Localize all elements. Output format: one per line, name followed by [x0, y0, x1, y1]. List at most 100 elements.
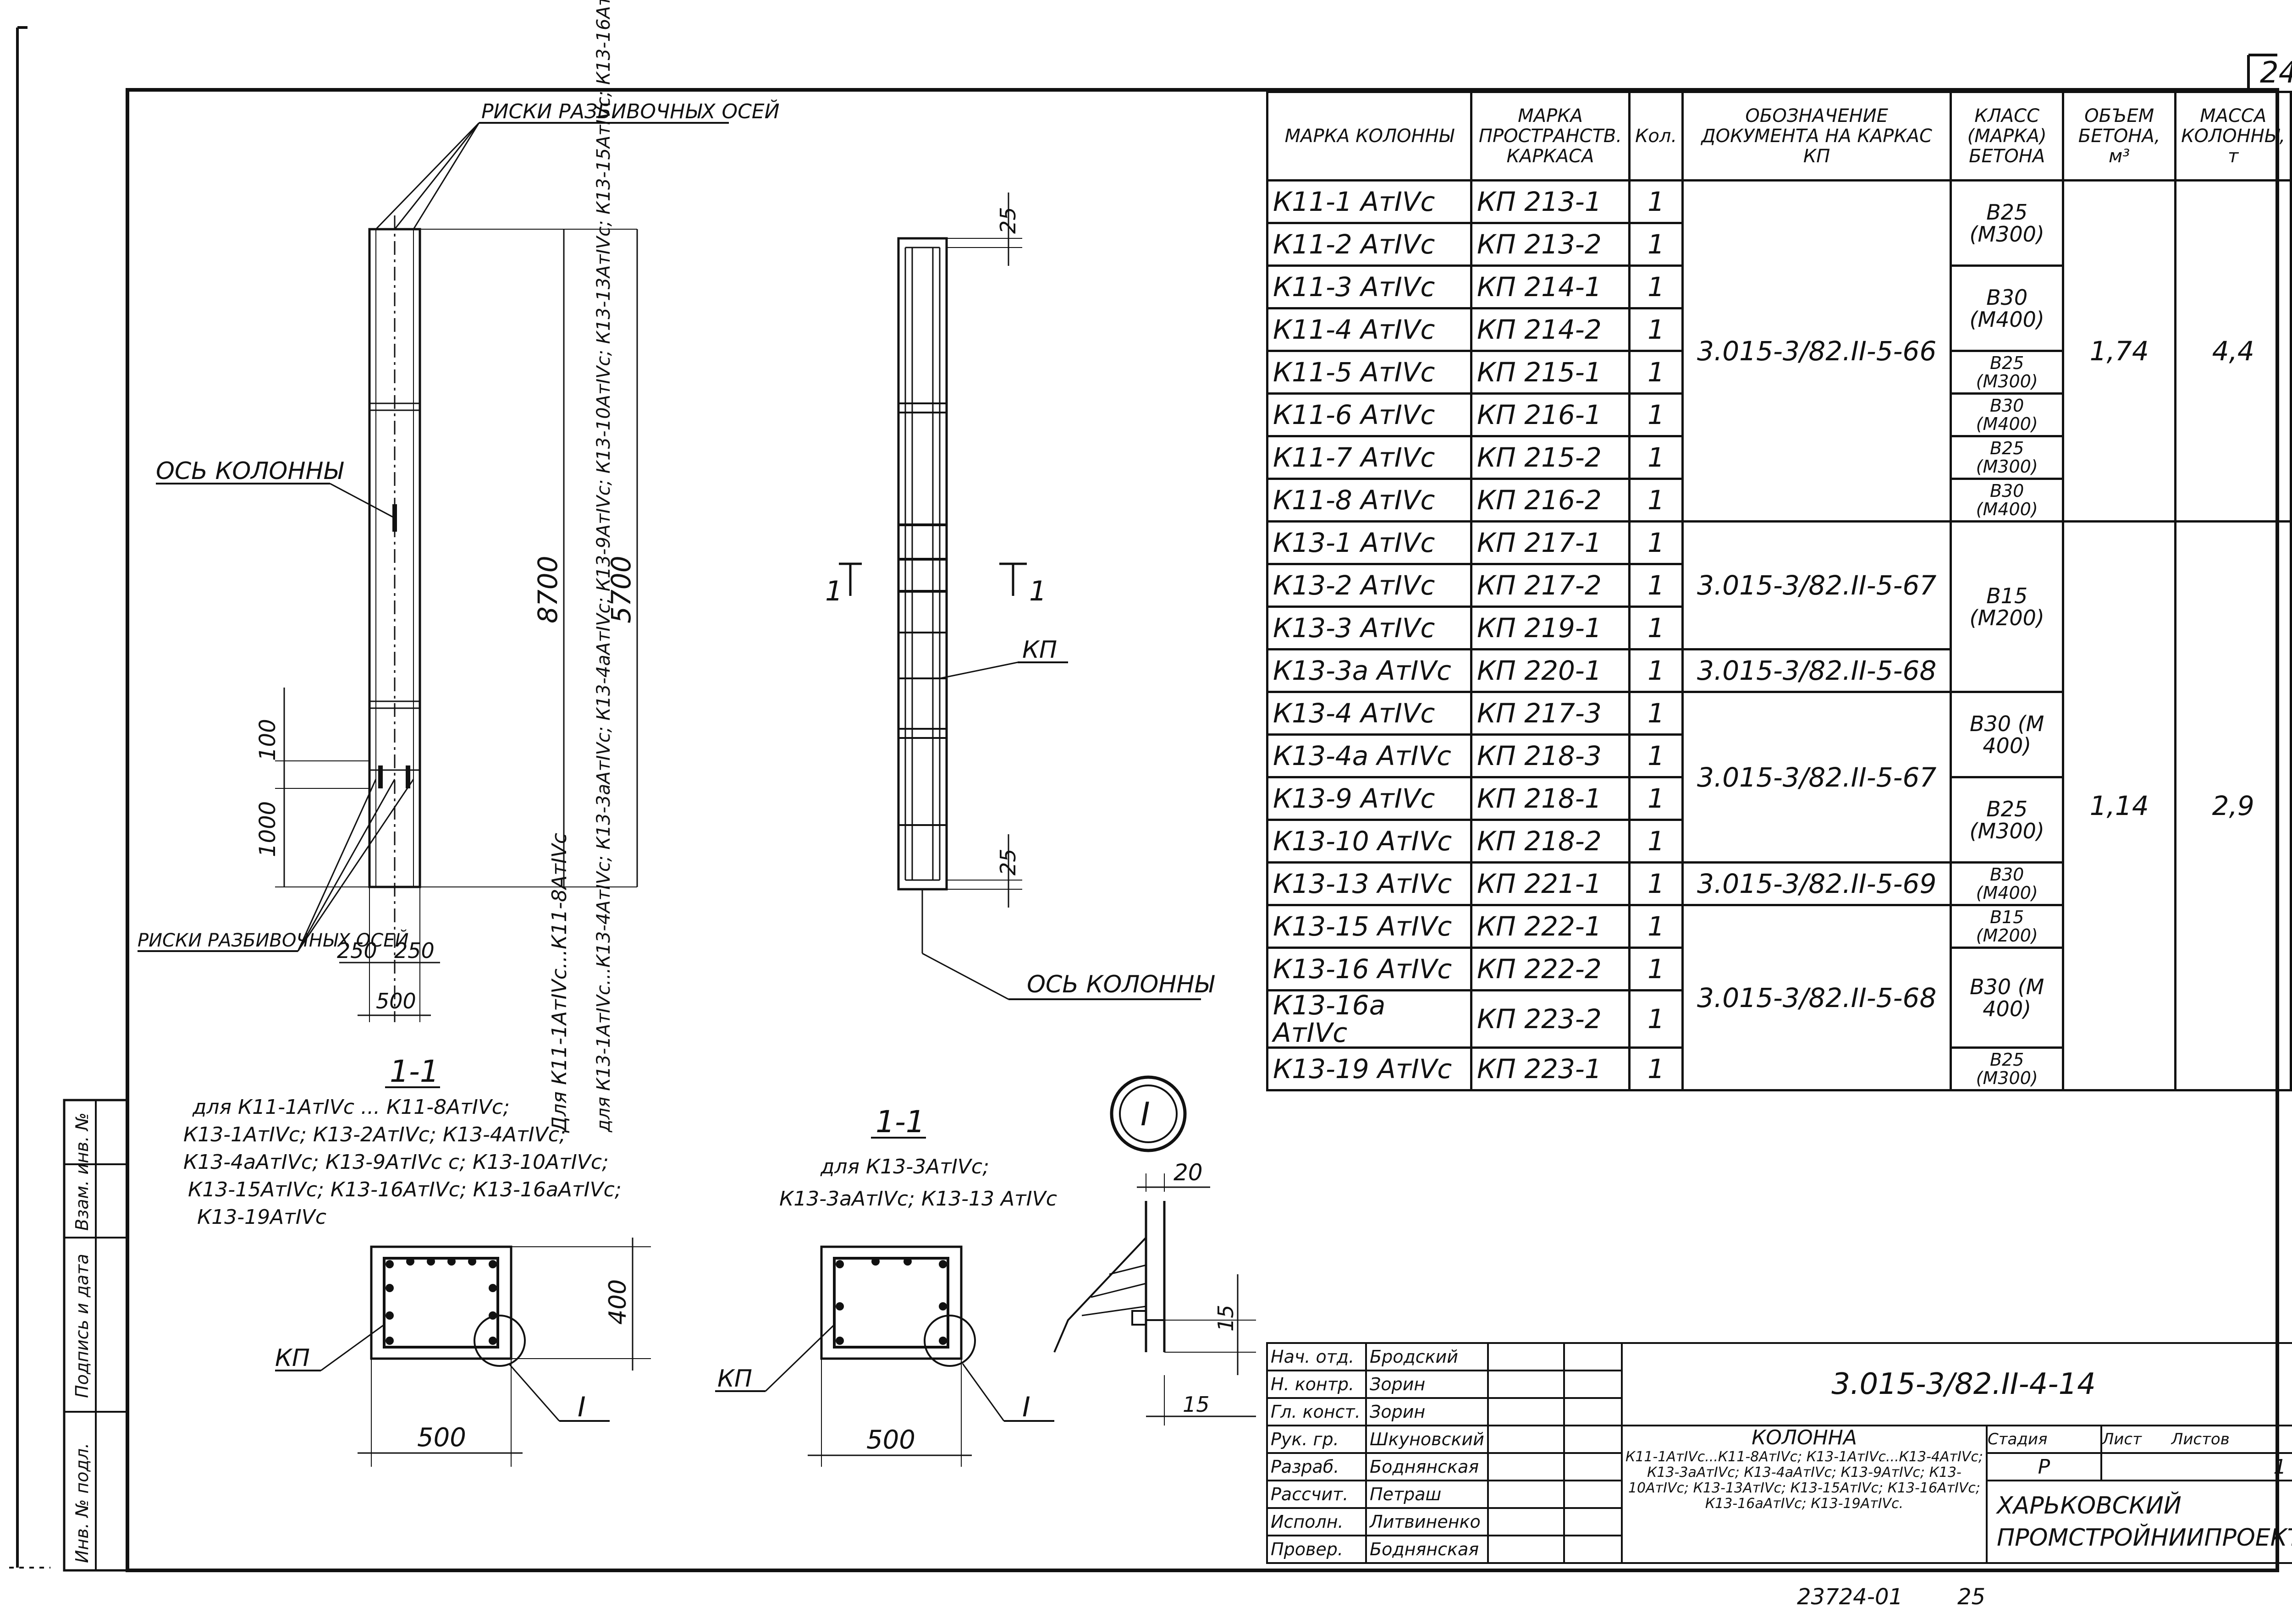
table-row: К11-7 АтIVс КП 215-2 1 В25 (М300): [1266, 435, 2291, 480]
section-a-dim-400: 400: [604, 1279, 632, 1325]
table-row: К13-3а АтIVс КП 220-1 1 3.015-3/82.II-5-…: [1266, 648, 2291, 693]
stamp-date: [1563, 1452, 1623, 1481]
cell-frame: КП 216-2: [1470, 478, 1631, 523]
stamp-name: Боднянская: [1365, 1535, 1489, 1564]
table-row: К11-5 АтIVс КП 215-1 1 В25 (М300): [1266, 350, 2291, 395]
stamp-name: Бродский: [1365, 1342, 1489, 1371]
stamp-stage-label: Стадия: [1988, 1430, 2048, 1448]
section-mark-left: 1: [825, 575, 843, 607]
stamp-role: Нач. отд.: [1266, 1342, 1367, 1371]
cell-frame: КП 217-3: [1470, 691, 1631, 736]
cell-qty: 1: [1628, 861, 1684, 906]
section-b-kp: КП: [717, 1365, 752, 1393]
table-row: К13-1 АтIVс КП 217-1 1 3.015-3/82.II-5-6…: [1266, 520, 2292, 1091]
cell-qty: 1: [1628, 520, 1684, 565]
stamp-name: Зорин: [1365, 1370, 1489, 1399]
stamp-role: Гл. конст.: [1266, 1397, 1367, 1426]
bottom-number: 23724-01: [1797, 1584, 1903, 1610]
stamp-doc-code: 3.015-3/82.II-4-14: [1620, 1342, 2292, 1426]
stamp-date: [1563, 1535, 1623, 1564]
cell-doc: 3.015-3/82.II-5-69: [1681, 861, 1952, 906]
cell-frame: КП 219-1: [1470, 606, 1631, 650]
cell-concrete: В15 (М200): [1950, 520, 2065, 693]
cell-doc: 3.015-3/82.II-5-68: [1681, 648, 1952, 693]
cell-qty: 1: [1628, 1046, 1684, 1091]
section-a-note-2: К13-1АтIVс; К13-2АтIVс; К13-4АтIVс;: [183, 1123, 566, 1146]
cell-mark: К13-19 АтIVс: [1266, 1046, 1472, 1091]
cell-frame: КП 215-2: [1470, 435, 1631, 480]
stamp-sheets: 1: [2100, 1452, 2292, 1481]
cell-concrete: В30 (М 400): [1950, 691, 2065, 778]
table-row: К11-6 АтIVс КП 216-1 1 В30 (М400): [1266, 392, 2291, 437]
cell-frame: КП 215-1: [1470, 350, 1631, 395]
stamp-row: Исполн. Литвиненко: [1266, 1507, 2292, 1536]
cell-mark: К11-6 АтIVс: [1266, 392, 1472, 437]
spec-header-row: МАРКА КОЛОННЫ МАРКА ПРОСТРАНСТВ. КАРКАСА…: [1266, 91, 2292, 182]
cell-mark: К11-3 АтIVс: [1266, 264, 1472, 309]
cell-qty: 1: [1628, 691, 1684, 736]
stamp-signature: [1487, 1480, 1565, 1509]
cell-qty: 1: [1628, 392, 1684, 437]
stamp-name: Шкуновский: [1365, 1425, 1489, 1454]
stamp-stage: Р: [1986, 1452, 2102, 1481]
cell-qty: 1: [1628, 222, 1684, 267]
detail-mark-circle: [1110, 1075, 1187, 1152]
table-row: К13-16а АтIVс КП 223-2 1: [1266, 989, 2291, 1049]
cell-concrete: В30 (М400): [1950, 861, 2065, 906]
cell-qty: 1: [1628, 989, 1684, 1049]
table-row: К13-13 АтIVс КП 221-1 1 3.015-3/82.II-5-…: [1266, 861, 2291, 906]
cell-mark: К11-1 АтIVс: [1266, 179, 1472, 224]
table-row: К11-4 АтIVс КП 214-2 1: [1266, 307, 2291, 352]
cell-doc: 3.015-3/82.II-5-66: [1681, 179, 1952, 523]
section-a-kp: КП: [275, 1344, 310, 1372]
dim-250-left: 250: [337, 938, 377, 963]
detail-dim-20: 20: [1174, 1159, 1203, 1186]
table-row: К13-4 АтIVс КП 217-3 1 3.015-3/82.II-5-6…: [1266, 691, 2291, 864]
cell-concrete: В30 (М400): [1950, 392, 2065, 437]
cell-concrete: В25 (М300): [1950, 435, 2065, 480]
cell-concrete: В25 (М300): [1950, 776, 2065, 864]
cell-doc: 3.015-3/82.II-5-67: [1681, 691, 1952, 864]
table-row: К13-9 АтIVс КП 218-1 1 В25 (М300): [1266, 776, 2291, 864]
side-label-2: Подпись и дата: [72, 1254, 92, 1398]
vertical-note-2: для К13-1АтIVс...К13-4АтIVс; К13-3аАтIVс…: [593, 0, 614, 1133]
header-concrete: КЛАСС (МАРКА) БЕТОНА: [1950, 91, 2065, 182]
cell-qty: 1: [1628, 733, 1684, 778]
section-a-note-5: К13-19АтIVс: [197, 1206, 326, 1229]
table-row: К11-8 АтIVс КП 216-2 1 В30 (М400): [1266, 478, 2291, 523]
column-elevation: [368, 215, 421, 1022]
cell-frame: КП 213-2: [1470, 222, 1631, 267]
header-frame-mark: МАРКА ПРОСТРАНСТВ. КАРКАСА: [1470, 91, 1631, 182]
stamp-role: Исполн.: [1266, 1507, 1367, 1536]
cell-mark: К13-4 АтIVс: [1266, 691, 1472, 736]
stamp-date: [1563, 1342, 1623, 1371]
detail-drawing: [1053, 1201, 1166, 1353]
cell-mark: К13-16а АтIVс: [1266, 989, 1472, 1049]
cell-qty: 1: [1628, 904, 1684, 949]
cell-mark: К13-9 АтIVс: [1266, 776, 1472, 821]
table-row: К13-2 АтIVс КП 217-2 1: [1266, 563, 2291, 608]
stamp-date: [1563, 1370, 1623, 1399]
table-row: К13-10 АтIVс КП 218-2 1: [1266, 819, 2291, 864]
cell-mark: К13-16 АтIVс: [1266, 947, 1472, 991]
cell-doc: 3.015-3/82.II-5-67: [1681, 520, 1952, 650]
cell-frame: КП 221-1: [1470, 861, 1631, 906]
cell-frame: КП 214-1: [1470, 264, 1631, 309]
stamp-role: Рук. гр.: [1266, 1425, 1367, 1454]
cell-concrete: В30 (М400): [1950, 264, 2065, 352]
cell-mark: К11-8 АтIVс: [1266, 478, 1472, 523]
detail-dim-15b: 15: [1183, 1392, 1210, 1417]
stamp-row: Н. контр. Зорин: [1266, 1370, 2292, 1399]
label-kp-elev: КП: [1022, 636, 1057, 664]
table-row: К13-4а АтIVс КП 218-3 1: [1266, 733, 2291, 778]
table-row: К13-16 АтIVс КП 222-2 1 В30 (М 400): [1266, 947, 2291, 1049]
frame-elevation: [897, 237, 948, 953]
table-row: К11-3 АтIVс КП 214-1 1 В30 (М400): [1266, 264, 2291, 352]
table-row: К11-2 АтIVс КП 213-2 1: [1266, 222, 2291, 267]
cell-frame: КП 223-2: [1470, 989, 1631, 1049]
stamp-row: Рассчит. Петраш ХАРЬКОВСКИЙ ПРОМСТРОЙНИИ…: [1266, 1480, 2292, 1564]
dim-8700: 8700: [532, 556, 563, 623]
label-axis-marks-bottom: РИСКИ РАЗБИВОЧНЫХ ОСЕЙ: [138, 929, 408, 951]
cell-mass: 2,9: [2174, 520, 2292, 1091]
spec-table: МАРКА КОЛОННЫ МАРКА ПРОСТРАНСТВ. КАРКАСА…: [1266, 91, 2292, 1091]
